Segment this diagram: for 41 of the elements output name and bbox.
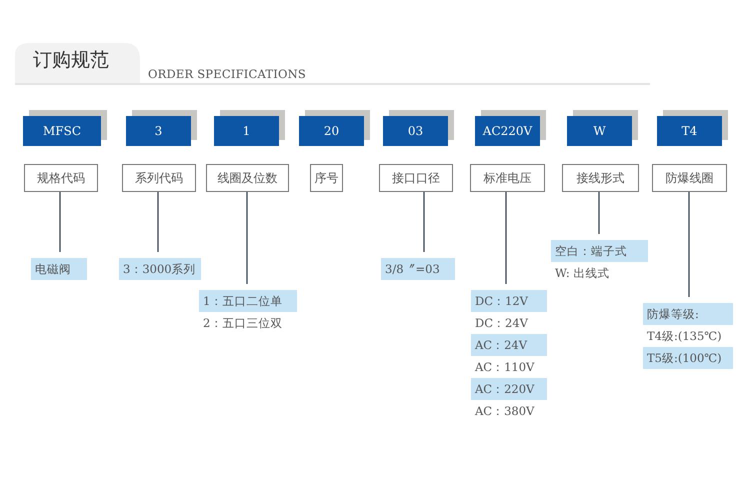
option-text: AC：220V [471,378,547,400]
field-label-box: 接口口径 [379,164,453,192]
field-label-box: 接线形式 [562,164,639,192]
option-text: 空白：端子式 [551,240,648,262]
option-text: AC：380V [474,403,536,420]
page-title: 订购规范 [33,48,109,73]
option-text: T4级:(135℃) [646,328,723,345]
option-text: 3：3000系列 [119,258,201,280]
field-label-box: 规格代码 [24,164,98,192]
code-segment: AC220V [475,116,540,146]
code-segment: MFSC [23,116,101,146]
subtitle: ORDER SPECIFICATIONS [148,67,306,81]
option-text: 1：五口二位单 [199,290,297,312]
connector-line [505,192,507,284]
code-segment: T4 [657,116,722,146]
connector-line [598,192,600,234]
field-label-box: 标准电压 [470,164,545,192]
code-segment: 03 [383,116,448,146]
option-text: DC：12V [471,290,547,312]
connector-line [157,192,159,252]
option-text: DC：24V [474,315,529,332]
code-segment: W [567,116,632,146]
connector-line [59,192,61,252]
option-text: AC：110V [474,359,536,376]
option-text: 防爆等级: [643,303,733,325]
field-label-box: 系列代码 [122,164,196,192]
field-label-box: 防爆线圈 [652,164,727,192]
field-label-box: 线圈及位数 [206,164,289,192]
option-text: AC：24V [471,334,547,356]
field-label-box: 序号 [310,164,343,192]
option-text: 3/8〞=03 [381,258,455,280]
connector-line [246,192,248,284]
code-segment: 20 [299,116,364,146]
option-text: 电磁阀 [31,258,87,280]
connector-line [688,192,690,297]
connector-line [423,192,425,252]
code-segment: 3 [126,116,191,146]
option-text: 2：五口三位双 [202,315,284,332]
option-text: T5级:(100℃) [643,347,733,369]
code-segment: 1 [214,116,279,146]
option-text: W: 出线式 [554,265,610,282]
